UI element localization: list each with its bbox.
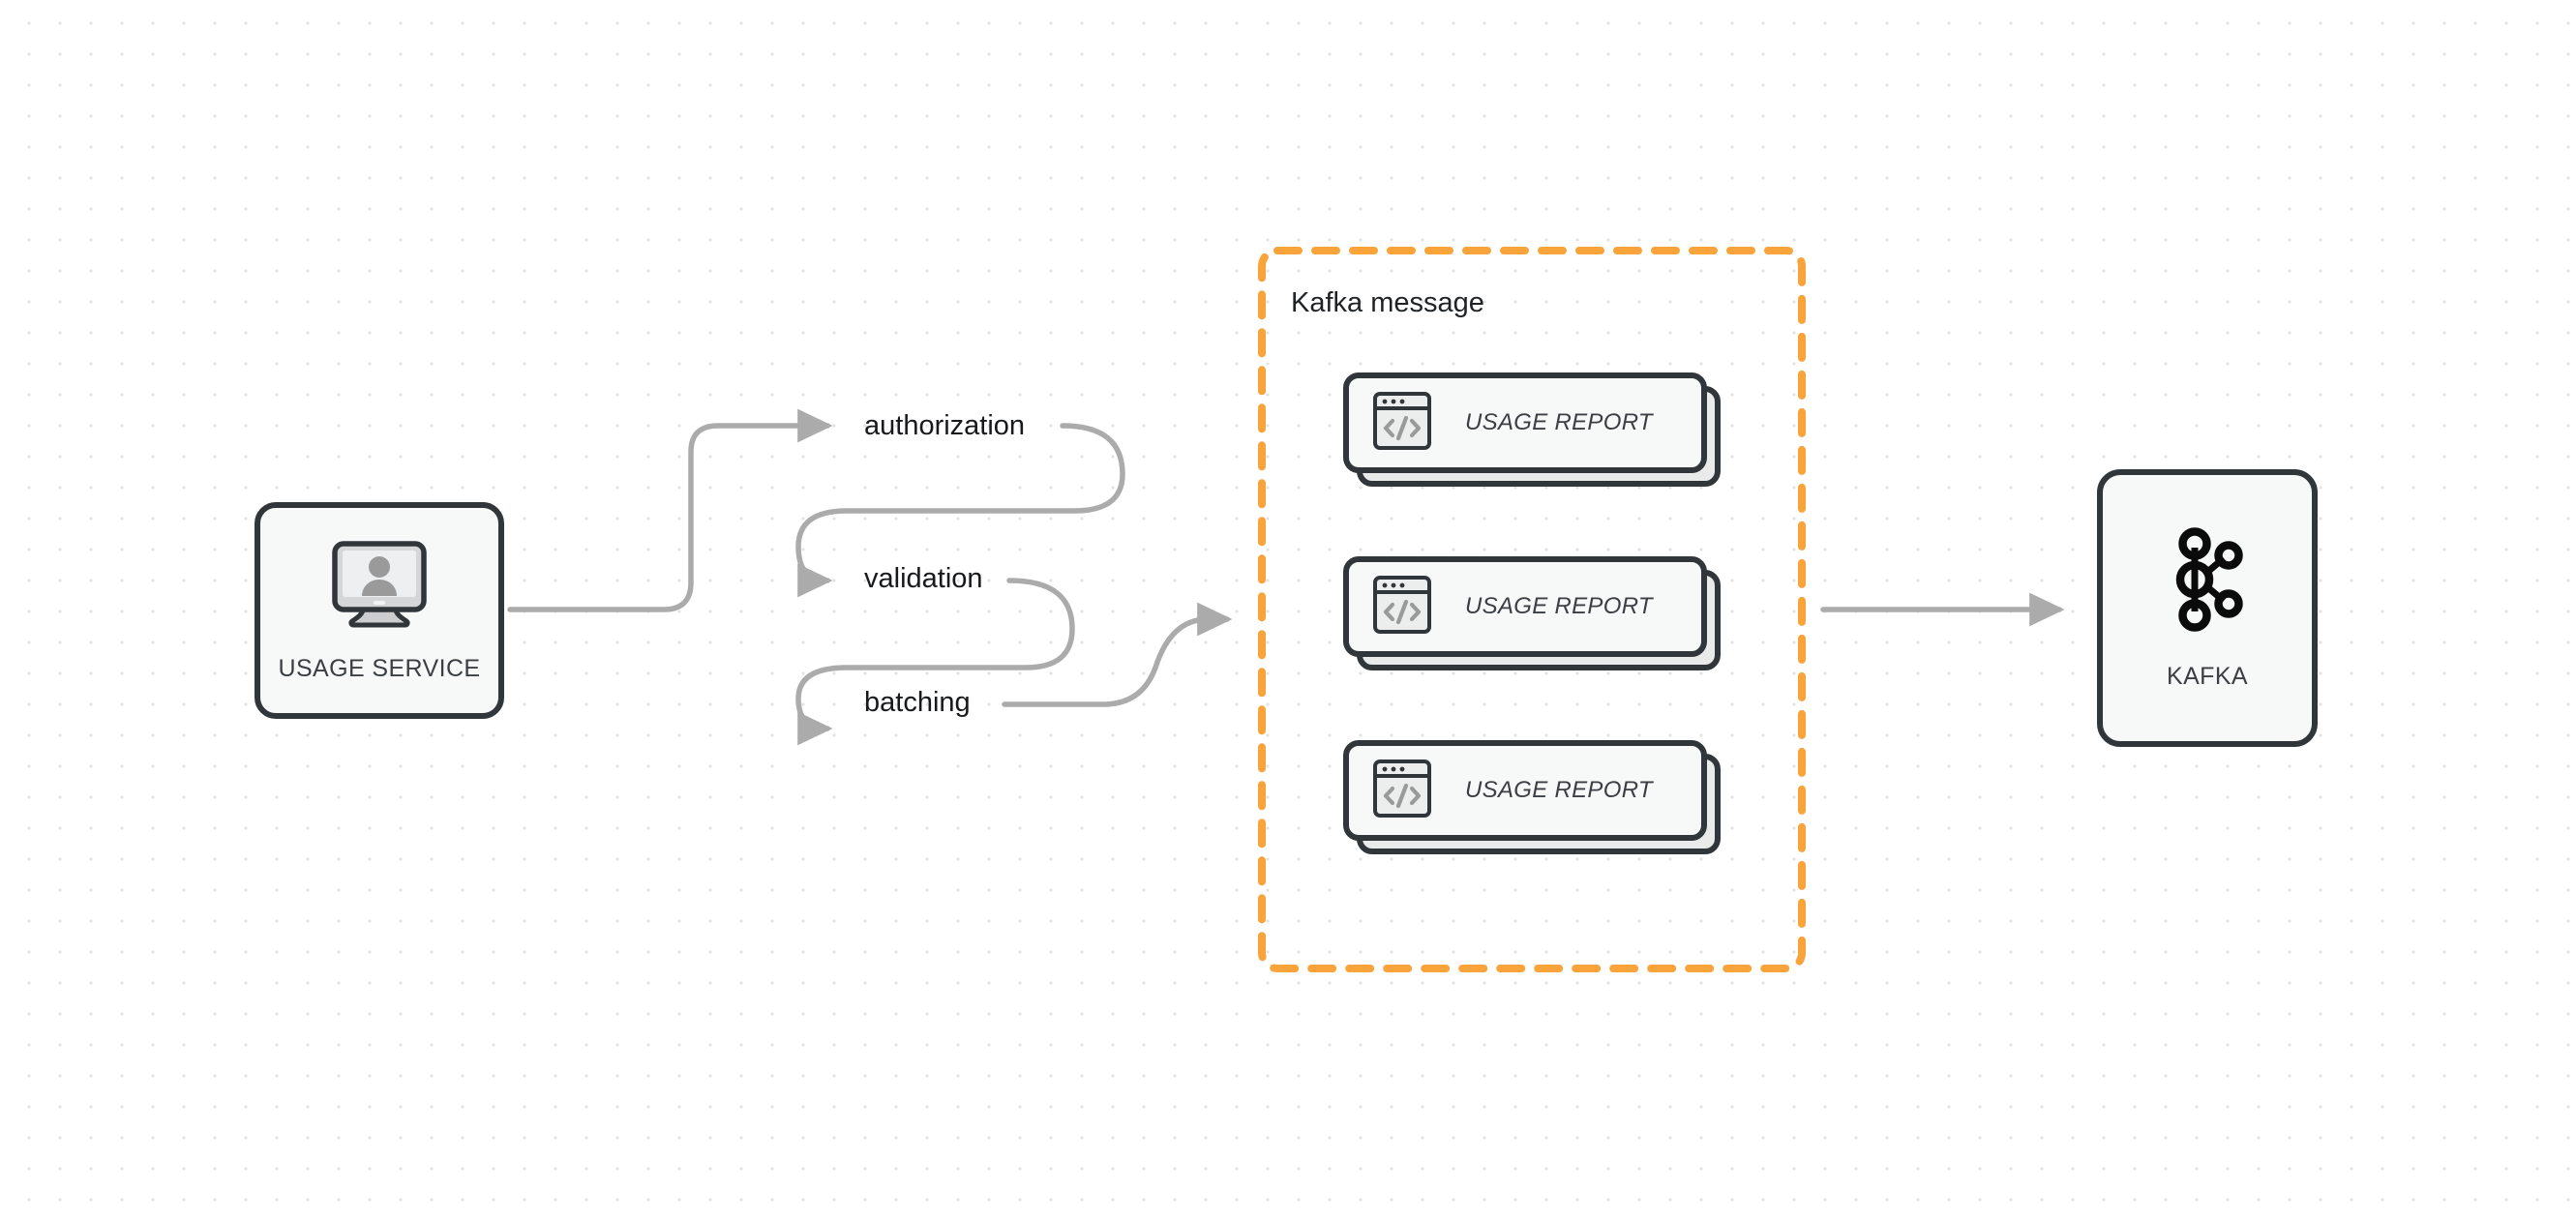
card-usage-report[interactable]: USAGE REPORT	[1343, 556, 1721, 670]
card-usage-report[interactable]: USAGE REPORT	[1343, 372, 1721, 487]
edge-label-authorization: authorization	[864, 410, 1026, 441]
code-window-icon	[1372, 759, 1432, 823]
group-kafka-message[interactable]: Kafka message	[1258, 247, 1806, 972]
node-kafka[interactable]: KAFKA	[2097, 469, 2318, 747]
edge-label-validation: validation	[864, 563, 983, 594]
dashed-border	[1258, 247, 1806, 972]
node-usage-service[interactable]: USAGE SERVICE	[255, 502, 504, 719]
node-usage-service-label: USAGE SERVICE	[278, 655, 481, 682]
edge-authorization-to-validation	[795, 423, 1125, 598]
card-face: USAGE REPORT	[1343, 372, 1707, 473]
group-kafka-message-title: Kafka message	[1291, 287, 1484, 318]
edge-batching-to-kafka-message	[1002, 602, 1233, 707]
card-face: USAGE REPORT	[1343, 740, 1707, 841]
card-usage-report-label: USAGE REPORT	[1465, 409, 1653, 435]
node-kafka-label: KAFKA	[2167, 662, 2248, 690]
code-window-icon	[1372, 391, 1432, 456]
card-usage-report-label: USAGE REPORT	[1465, 593, 1653, 619]
card-usage-report[interactable]: USAGE REPORT	[1343, 740, 1721, 854]
monitor-user-icon	[329, 538, 430, 636]
card-usage-report-label: USAGE REPORT	[1465, 777, 1653, 803]
card-face: USAGE REPORT	[1343, 556, 1707, 657]
kafka-logo-icon	[2163, 526, 2252, 638]
code-window-icon	[1372, 575, 1432, 640]
edge-usage-service-to-authorization	[507, 408, 833, 612]
edge-label-batching: batching	[864, 687, 971, 718]
